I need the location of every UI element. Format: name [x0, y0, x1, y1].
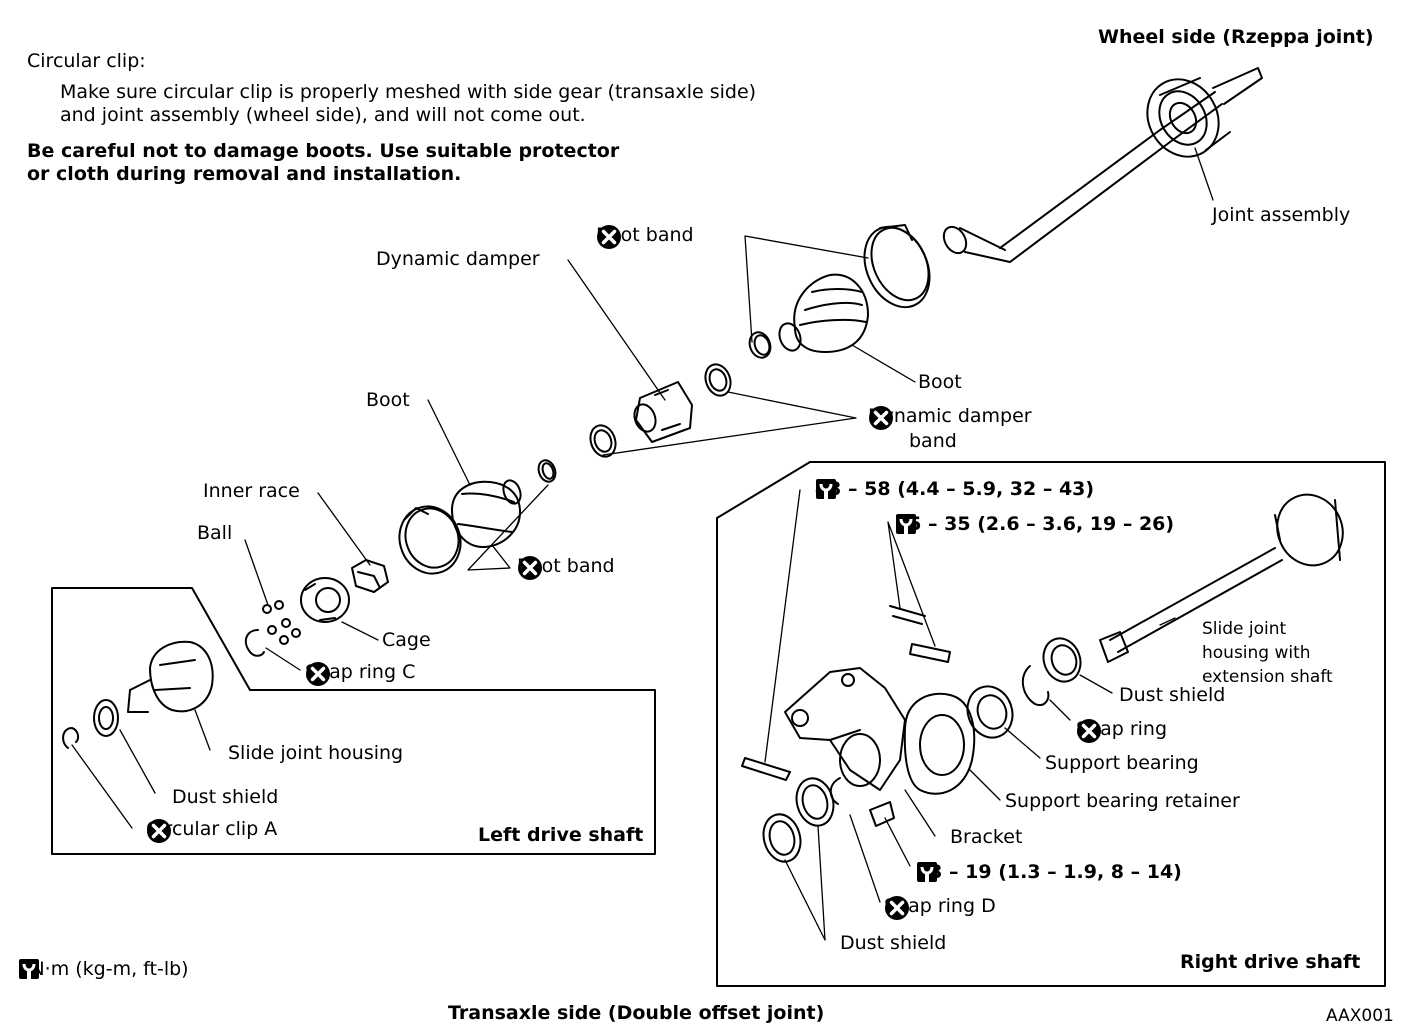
x-circle-icon	[517, 555, 543, 581]
circular-clip-title: Circular clip:	[27, 50, 146, 72]
bracket-part	[784, 667, 906, 791]
label-snap-ring-c: Snap ring C	[305, 661, 415, 683]
boot-band-large-bottom	[398, 505, 462, 575]
right-shaft-outline	[716, 461, 1386, 987]
torque-wrench-icon	[18, 958, 40, 980]
label-slide-joint-ext-line-3: extension shaft	[1202, 667, 1333, 687]
boot-band-large-top	[863, 224, 931, 309]
label-dynamic-damper-band-line-2: band	[909, 430, 957, 452]
axle-shaft	[999, 67, 1263, 263]
support-bearing-retainer-part	[903, 692, 976, 795]
x-circle-icon	[596, 224, 622, 250]
label-boot-transaxle: Boot	[366, 389, 410, 411]
left-shaft-outline	[51, 587, 656, 855]
slide-joint-ext-shaft	[1099, 493, 1344, 663]
label-inner-race: Inner race	[203, 480, 300, 502]
dust-shield-left	[93, 699, 119, 737]
circular-clip-body-line-1: Make sure circular clip is properly mesh…	[60, 81, 757, 103]
label-circular-clip-a: Circular clip A	[146, 818, 277, 840]
torque-spec-1: 43 – 58 (4.4 – 5.9, 32 – 43)	[815, 478, 1095, 500]
label-dynamic-damper: Dynamic damper	[376, 248, 540, 270]
boot-transaxle-part	[451, 479, 522, 549]
leader-lines	[71, 147, 1214, 941]
figure-code: AAX001	[1326, 1006, 1394, 1026]
torque-spec-3: 13 – 19 (1.3 – 1.9, 8 – 14)	[916, 861, 1182, 883]
torque-wrench-icon	[916, 861, 938, 883]
snap-ring-c-part	[244, 629, 265, 657]
left-drive-shaft-heading: Left drive shaft	[478, 824, 644, 846]
circular-clip-body-line-2: and joint assembly (wheel side), and wil…	[60, 104, 586, 126]
dust-shield-bottom-part	[762, 777, 835, 863]
x-circle-icon	[884, 895, 910, 921]
x-circle-icon	[1076, 718, 1102, 744]
right-drive-shaft-heading: Right drive shaft	[1180, 951, 1361, 973]
label-ball: Ball	[197, 522, 233, 544]
boot-band-small-bottom	[537, 459, 557, 483]
boot-band-small-top	[748, 331, 772, 359]
shaft-spline-end	[942, 225, 1011, 263]
label-snap-ring-right: Snap ring	[1076, 718, 1167, 740]
cage-part	[300, 577, 350, 623]
torque-wrench-icon	[895, 513, 917, 535]
dynamic-damper-band-2	[589, 424, 617, 458]
label-dust-shield-bottom: Dust shield	[840, 932, 947, 954]
label-dynamic-damper-band: Dynamic damper	[868, 405, 1032, 427]
snap-ring-right-part	[1021, 665, 1050, 706]
label-slide-joint-housing: Slide joint housing	[228, 742, 404, 764]
boot-wheel-part	[778, 273, 869, 353]
label-boot-band-top: Boot band	[596, 224, 694, 246]
slide-joint-housing-left	[127, 640, 214, 713]
x-circle-icon	[146, 818, 172, 844]
x-circle-icon	[868, 405, 894, 431]
support-bearing-part	[966, 685, 1014, 739]
dust-shield-right-part	[1042, 637, 1082, 683]
caution-line-1: Be careful not to damage boots. Use suit…	[27, 140, 620, 162]
label-dust-shield-right: Dust shield	[1119, 684, 1226, 706]
label-boot-band-bottom: Boot band	[517, 555, 615, 577]
label-joint-assembly: Joint assembly	[1212, 204, 1351, 226]
torque-units-legend: : N·m (kg-m, ft-lb)	[18, 958, 189, 980]
label-slide-joint-ext-line-2: housing with	[1202, 643, 1311, 663]
label-boot-wheel: Boot	[918, 371, 962, 393]
label-slide-joint-ext-line-1: Slide joint	[1202, 619, 1287, 639]
wheel-side-heading: Wheel side (Rzeppa joint)	[1098, 26, 1374, 48]
label-bracket: Bracket	[950, 826, 1023, 848]
label-snap-ring-d: Snap ring D	[884, 895, 996, 917]
label-cage: Cage	[382, 629, 431, 651]
dynamic-damper-band-1	[704, 363, 732, 397]
label-support-bearing-retainer: Support bearing retainer	[1005, 790, 1240, 812]
torque-spec-2: 25 – 35 (2.6 – 3.6, 19 – 26)	[895, 513, 1175, 535]
caution-line-2: or cloth during removal and installation…	[27, 163, 462, 185]
joint-assembly-part	[1146, 77, 1231, 158]
label-support-bearing: Support bearing	[1045, 752, 1199, 774]
circular-clip-a-part	[62, 727, 80, 749]
ball-parts	[262, 600, 301, 645]
transaxle-side-heading: Transaxle side (Double offset joint)	[448, 1002, 825, 1024]
label-dust-shield-left: Dust shield	[172, 786, 279, 808]
dynamic-damper-part	[633, 381, 693, 443]
torque-wrench-icon	[815, 478, 837, 500]
bolt-parts	[741, 605, 951, 827]
x-circle-icon	[305, 661, 331, 687]
